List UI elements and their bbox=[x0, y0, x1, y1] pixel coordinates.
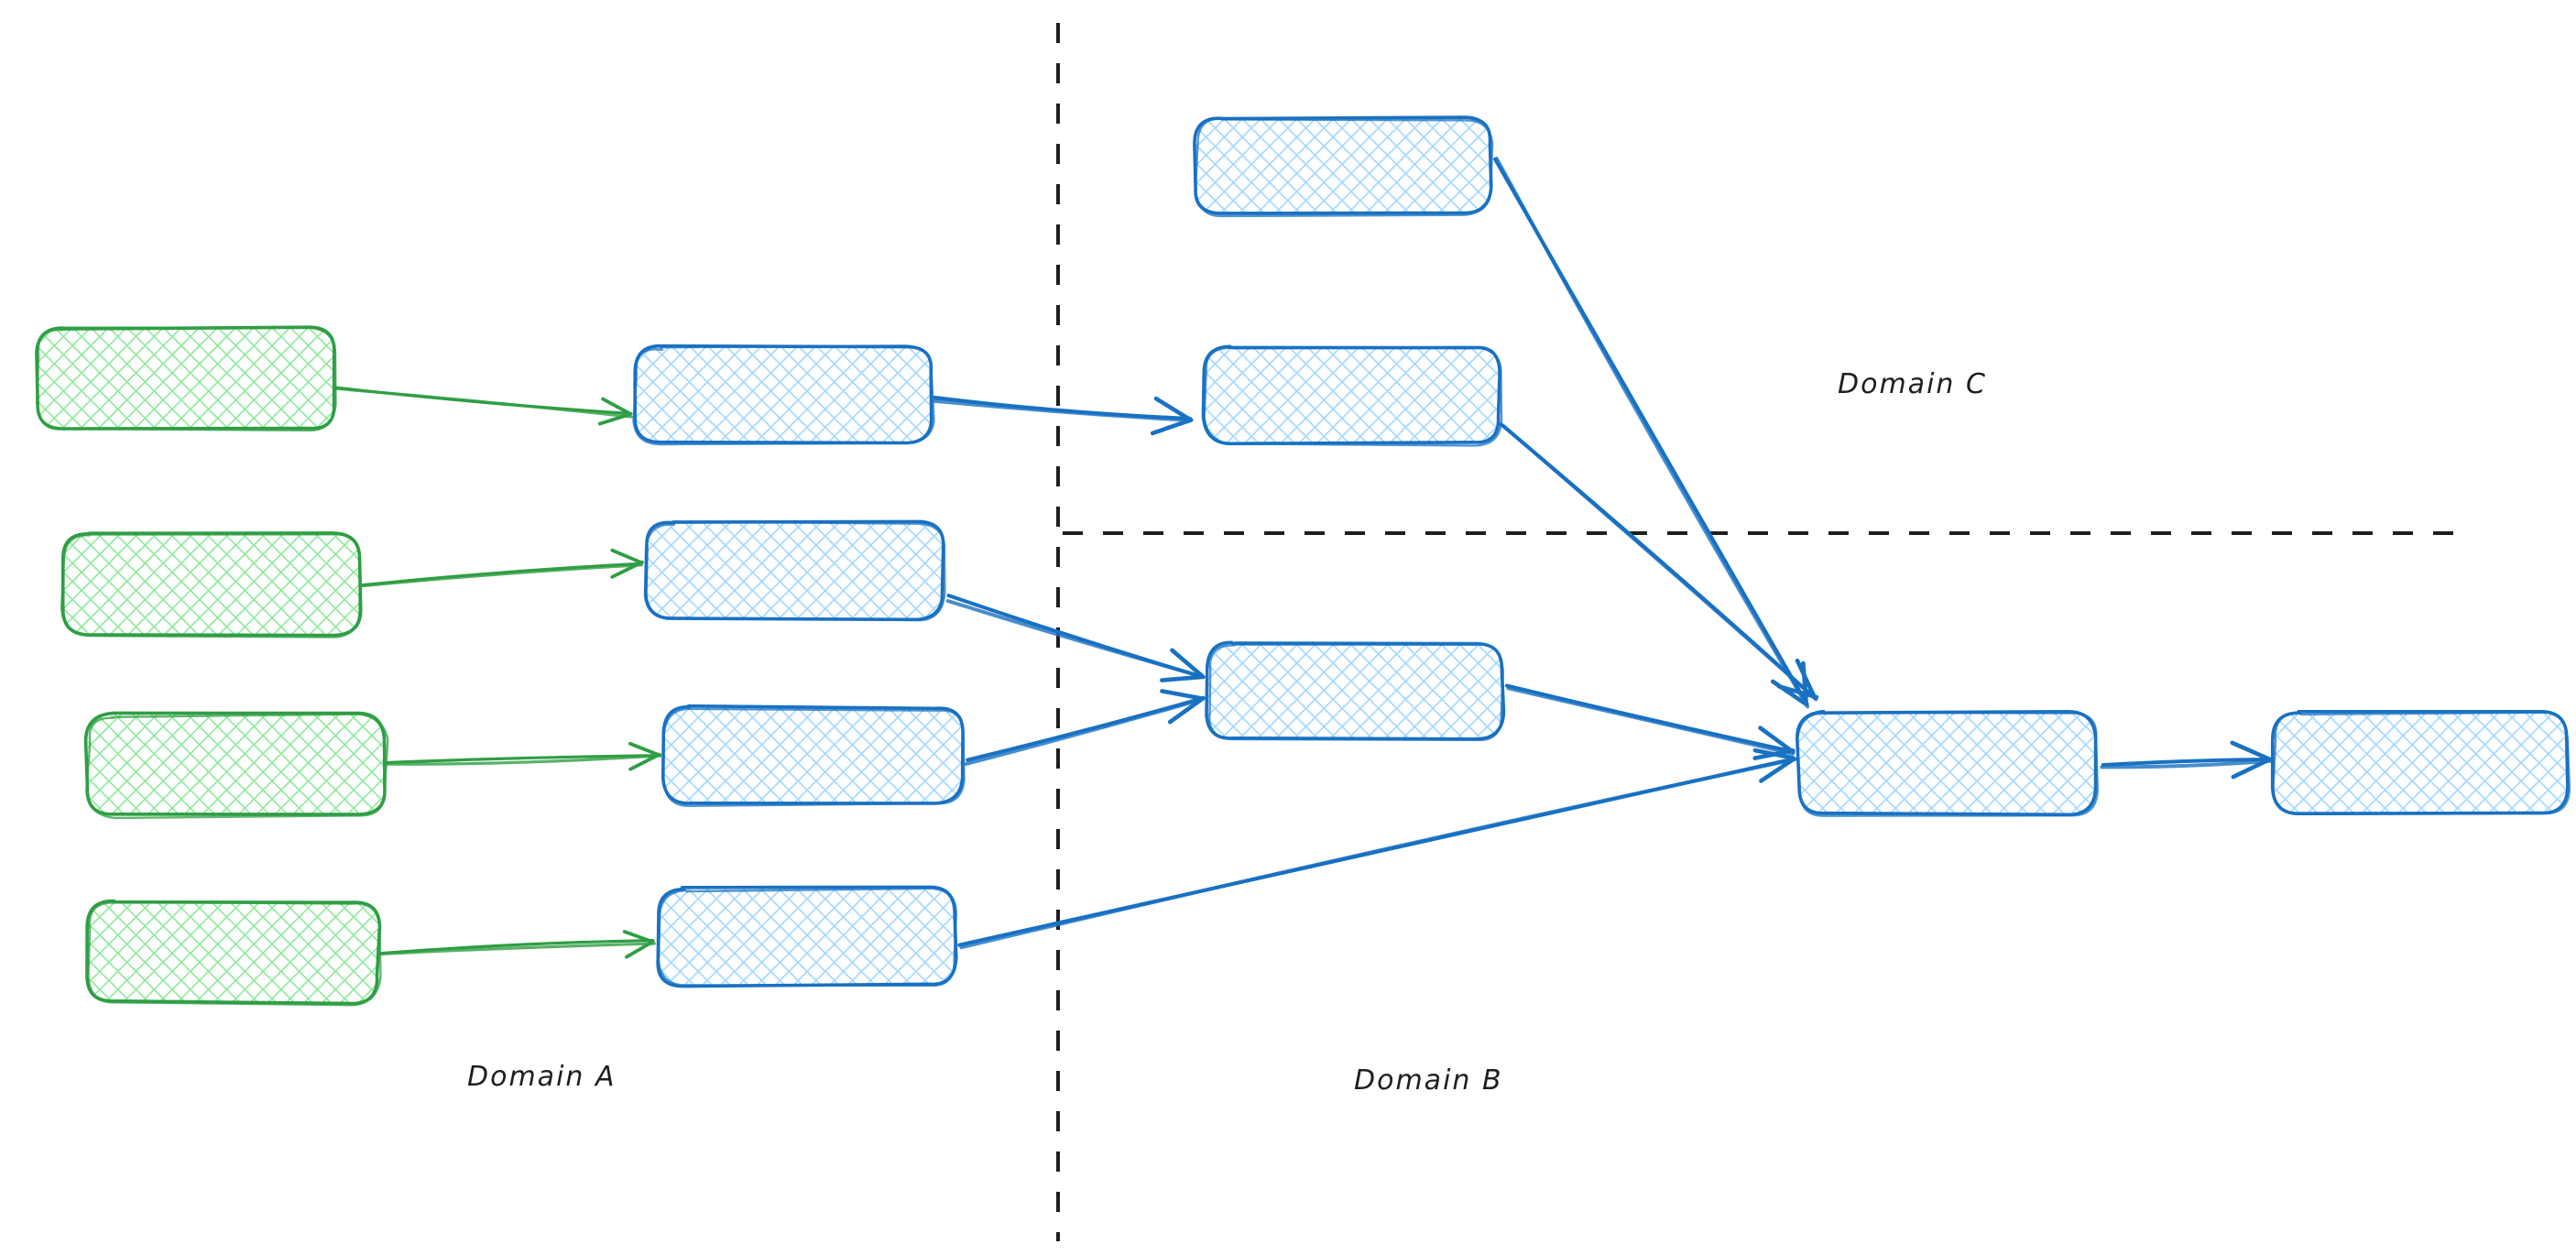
diagram-node-d1[interactable] bbox=[1796, 709, 2099, 817]
diagram-node-a4[interactable] bbox=[85, 899, 382, 1007]
diagram-node-a2[interactable] bbox=[60, 531, 363, 638]
diagram-node-c2[interactable] bbox=[1201, 344, 1503, 447]
edge-a4-b4[interactable] bbox=[376, 930, 656, 959]
node-hit-b3[interactable] bbox=[664, 707, 962, 803]
diagram-node-b1[interactable] bbox=[632, 344, 935, 446]
node-hit-b1[interactable] bbox=[634, 346, 932, 442]
node-hit-b4[interactable] bbox=[658, 889, 955, 985]
diagram-node-d2[interactable] bbox=[2270, 709, 2571, 816]
node-hit-a4[interactable] bbox=[87, 901, 378, 1002]
node-hit-c2[interactable] bbox=[1205, 346, 1500, 442]
edge-c3-d1[interactable] bbox=[1504, 683, 1796, 760]
node-hit-c1[interactable] bbox=[1195, 117, 1490, 213]
diagram-node-b3[interactable] bbox=[661, 704, 966, 808]
domain-c-label: Domain C bbox=[1838, 368, 1987, 400]
edge-b2-c3[interactable] bbox=[945, 594, 1206, 682]
domain-b-label: Domain B bbox=[1354, 1064, 1503, 1097]
diagram-node-c1[interactable] bbox=[1193, 115, 1494, 218]
edge-c2-d1[interactable] bbox=[1499, 422, 1819, 702]
edge-a1-b1[interactable] bbox=[333, 386, 633, 426]
node-layer bbox=[35, 115, 2571, 1007]
diagram-node-a1[interactable] bbox=[35, 325, 337, 432]
diagram-node-b4[interactable] bbox=[656, 885, 958, 988]
edge-b4-d1[interactable] bbox=[957, 748, 1797, 950]
edge-c1-d1[interactable] bbox=[1493, 157, 1810, 709]
node-hit-d1[interactable] bbox=[1798, 713, 2096, 813]
node-hit-d2[interactable] bbox=[2274, 713, 2567, 813]
node-hit-a1[interactable] bbox=[37, 328, 334, 429]
node-hit-a3[interactable] bbox=[87, 715, 385, 815]
edge-b1-c2[interactable] bbox=[933, 395, 1194, 436]
edge-b3-c3[interactable] bbox=[964, 689, 1206, 766]
domain-a-label: Domain A bbox=[467, 1061, 617, 1093]
diagram-node-c3[interactable] bbox=[1205, 640, 1506, 742]
edge-a3-b3[interactable] bbox=[382, 741, 662, 771]
node-hit-b2[interactable] bbox=[646, 522, 944, 618]
edge-layer bbox=[333, 157, 2273, 959]
edge-a2-b2[interactable] bbox=[356, 548, 644, 588]
diagram-node-b2[interactable] bbox=[643, 519, 946, 622]
edge-d1-d2[interactable] bbox=[2100, 740, 2273, 780]
diagram-node-a3[interactable] bbox=[83, 711, 389, 820]
node-hit-a2[interactable] bbox=[62, 533, 360, 634]
node-hit-c3[interactable] bbox=[1207, 643, 1502, 739]
